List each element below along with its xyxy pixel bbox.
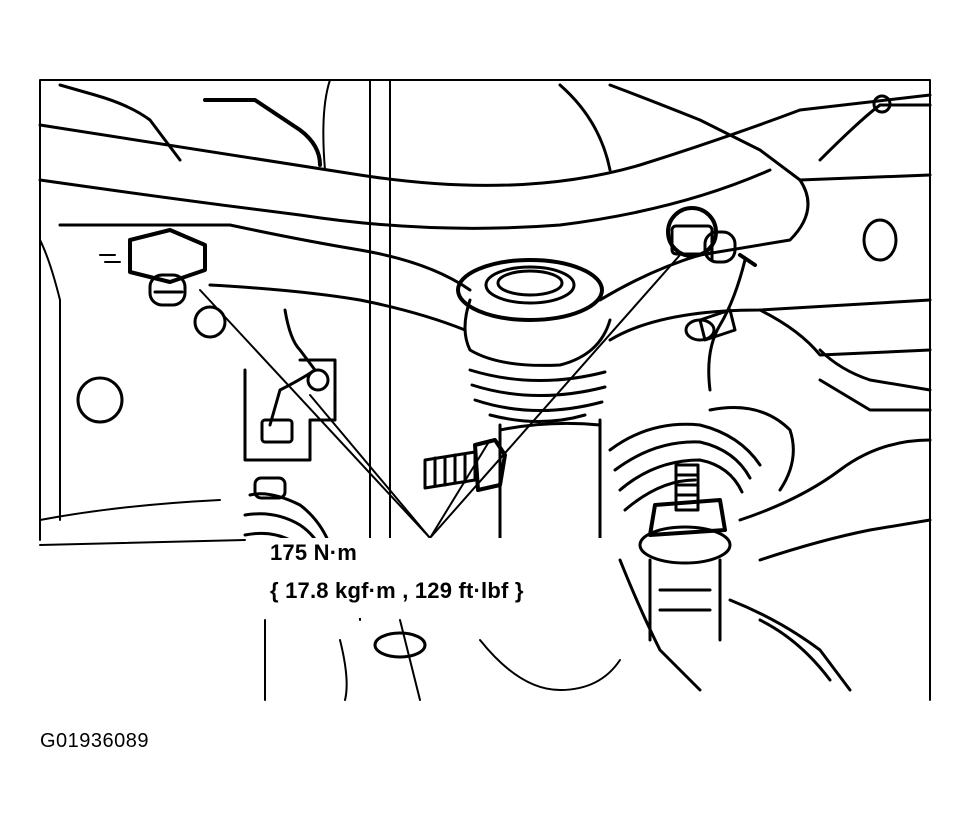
torque-spec-nm: 175 N·m (270, 540, 357, 565)
tie-rod-boot (608, 406, 795, 512)
stabilizer-link (638, 463, 732, 642)
leader-line (429, 254, 681, 539)
steering-knuckle (498, 418, 602, 542)
ball-joint (456, 258, 612, 423)
figure-id: G01936089 (40, 730, 150, 752)
left-pivot-bolt (99, 228, 207, 307)
leader-line (309, 394, 431, 539)
right-pivot-bolt (666, 206, 737, 264)
sensor-wire (707, 258, 747, 392)
upper-control-arm (58, 223, 472, 292)
leader-line (199, 289, 431, 539)
hose-bracket (243, 358, 337, 462)
crossmember (38, 93, 932, 187)
torque-spec-alt-units: { 17.8 kgf·m , 129 ft·lbf } (270, 578, 524, 603)
brake-line (203, 98, 322, 167)
crossmember-lower (38, 168, 772, 230)
torque-label-background (254, 538, 602, 618)
leader-line (429, 439, 491, 539)
ball-joint-stud (423, 438, 507, 492)
